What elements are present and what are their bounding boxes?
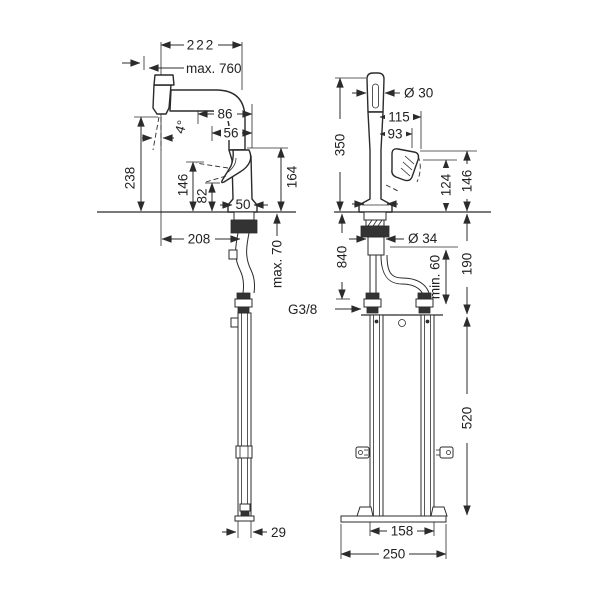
mounting-unit-side xyxy=(237,312,252,518)
dim-clearance-min60: min. 60 xyxy=(428,255,443,299)
dim-base-width-250: 250 xyxy=(383,547,406,562)
unit-rail-left xyxy=(369,314,384,517)
lever-phantom-2 xyxy=(205,175,227,183)
side-foot xyxy=(234,515,255,522)
foot-right xyxy=(430,506,448,517)
dim-shank-diameter: Ø 34 xyxy=(408,231,438,246)
g38-connector-left xyxy=(363,292,382,314)
dim-height-82: 82 xyxy=(195,188,210,203)
dim-height-238: 238 xyxy=(123,167,138,190)
dim-222-lines xyxy=(160,38,243,52)
side-view: 222 max. 760 4° 86 56 238 146 82 164 50 xyxy=(97,38,300,540)
mounting-unit-front xyxy=(340,314,454,523)
dim-offset-56: 56 xyxy=(223,126,238,141)
side-clip-right xyxy=(436,446,454,459)
side-clip-left xyxy=(355,446,370,459)
lever-detail xyxy=(227,157,237,173)
hose-curved-1 xyxy=(380,254,425,301)
dim-handle-115: 115 xyxy=(388,110,410,125)
hose-clip xyxy=(228,249,238,260)
dim-height-146-front: 146 xyxy=(460,170,475,193)
dim-base-50: 50 xyxy=(235,197,250,212)
dim-handle-93: 93 xyxy=(387,127,402,142)
dim-head-diameter: Ø 30 xyxy=(404,86,433,101)
dim-unit-height-520: 520 xyxy=(460,407,475,430)
mounting-nut-front xyxy=(360,225,390,238)
spray-angle-lines xyxy=(152,116,162,151)
hose-connector-mid xyxy=(234,298,253,308)
dim-height-146-side: 146 xyxy=(176,174,191,197)
dim-unit-width-158: 158 xyxy=(391,524,414,539)
pullout-spray-head xyxy=(152,84,172,115)
lever-phantom-1 xyxy=(195,162,229,169)
dim-height-124: 124 xyxy=(439,173,454,196)
handle-lever xyxy=(221,149,252,184)
foot-left xyxy=(356,506,374,517)
label-thread-g38: G3/8 xyxy=(288,302,317,317)
faucet-side-outline xyxy=(152,74,258,213)
dim-height-350: 350 xyxy=(333,134,348,157)
dim-deck-max70: max. 70 xyxy=(270,240,285,288)
lever-swing-arc xyxy=(416,155,421,183)
base-plate xyxy=(340,515,447,523)
extension-lines xyxy=(134,42,288,538)
hose-curved-2 xyxy=(386,254,431,301)
spray-head-cap xyxy=(153,74,175,86)
thread-hatching xyxy=(365,219,385,227)
shank xyxy=(233,211,255,221)
end-fitting xyxy=(239,503,251,512)
dim-max760-lines xyxy=(122,59,184,72)
lever-hatching xyxy=(400,155,415,177)
dim-reach-208: 208 xyxy=(188,232,211,247)
mid-coupling xyxy=(235,445,253,459)
dim-offset-86: 86 xyxy=(217,107,232,122)
side-under-counter xyxy=(228,211,258,522)
dim-spray-angle: 4° xyxy=(172,119,190,136)
hose-line-1 xyxy=(235,232,245,294)
top-hole xyxy=(398,319,406,327)
dim-hose-840: 840 xyxy=(335,246,350,269)
dim-depth-29: 29 xyxy=(271,525,286,540)
handle-lever-front xyxy=(391,148,420,182)
hose-connector-low xyxy=(237,306,250,314)
g38-connector-right xyxy=(415,292,434,314)
shank-tube xyxy=(367,236,385,256)
spray-head-front xyxy=(366,72,385,113)
side-tab xyxy=(230,317,239,328)
front-under-counter xyxy=(340,211,454,523)
hose-connector-top xyxy=(236,292,251,300)
hose-line-2 xyxy=(246,232,256,294)
dim-depth-190: 190 xyxy=(460,253,475,276)
unit-rail-right xyxy=(420,314,435,517)
lever-phantom-front xyxy=(385,184,399,192)
shank-front xyxy=(363,211,387,221)
dim-handle-height-164: 164 xyxy=(285,165,300,188)
mounting-nut xyxy=(230,219,258,234)
spray-select-slot xyxy=(372,83,379,109)
dim-spout-width: 222 xyxy=(187,38,216,53)
dim-hose-pullout: max. 760 xyxy=(186,61,242,76)
front-view: 350 Ø 30 115 93 124 146 Ø 34 840 xyxy=(288,72,491,562)
